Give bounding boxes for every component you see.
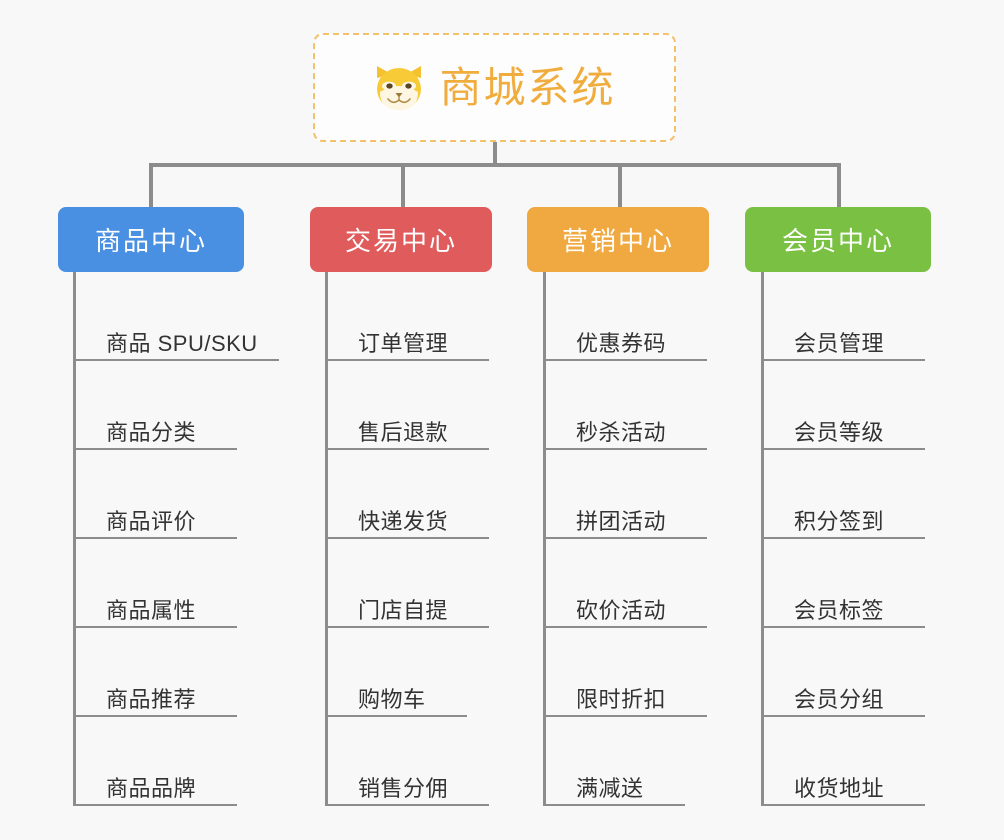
leaf-item[interactable]: 商品品牌 (73, 717, 237, 806)
root-title: 商城系统 (439, 63, 616, 111)
leaf-item[interactable]: 商品推荐 (73, 628, 237, 717)
leaf-label: 砍价活动 (576, 597, 667, 623)
drop-connector-member-center (837, 163, 841, 207)
leaf-label: 满减送 (576, 775, 644, 801)
leaf-item[interactable]: 满减送 (543, 717, 685, 806)
category-label-marketing-center: 营销中心 (561, 226, 674, 256)
leaf-label: 购物车 (358, 686, 426, 712)
trunk-connector (493, 142, 497, 167)
leaf-item[interactable]: 销售分佣 (325, 717, 489, 806)
leaf-label: 优惠券码 (576, 330, 667, 356)
leaf-label: 商品评价 (106, 508, 197, 534)
leaf-label: 商品 SPU/SKU (106, 330, 258, 356)
leaf-label: 快递发货 (358, 508, 449, 534)
drop-connector-marketing-center (618, 163, 622, 207)
branch-bus-connector (149, 163, 841, 167)
leaf-label: 门店自提 (358, 597, 449, 623)
leaf-label: 销售分佣 (358, 775, 449, 801)
leaf-label: 商品品牌 (106, 775, 197, 801)
leaf-item[interactable]: 商品属性 (73, 539, 237, 628)
branch-spine-marketing-center (543, 272, 546, 806)
leaf-item[interactable]: 会员分组 (761, 628, 925, 717)
drop-connector-product-center (149, 163, 153, 207)
leaf-label: 会员分组 (794, 686, 885, 712)
leaf-item[interactable]: 会员标签 (761, 539, 925, 628)
leaf-label: 拼团活动 (576, 508, 667, 534)
category-box-member-center[interactable]: 会员中心 (745, 207, 931, 272)
leaf-item[interactable]: 售后退款 (325, 361, 489, 450)
branch-spine-trade-center (325, 272, 328, 806)
leaf-label: 收货地址 (794, 775, 885, 801)
category-label-member-center: 会员中心 (781, 226, 894, 256)
leaf-label: 会员管理 (794, 330, 885, 356)
category-box-trade-center[interactable]: 交易中心 (310, 207, 492, 272)
category-label-product-center: 商品中心 (94, 226, 207, 256)
leaf-item[interactable]: 优惠券码 (543, 272, 707, 361)
category-box-product-center[interactable]: 商品中心 (58, 207, 244, 272)
category-box-marketing-center[interactable]: 营销中心 (527, 207, 709, 272)
leaf-item[interactable]: 收货地址 (761, 717, 925, 806)
leaf-item[interactable]: 积分签到 (761, 450, 925, 539)
leaf-item[interactable]: 订单管理 (325, 272, 489, 361)
branch-spine-product-center (73, 272, 76, 806)
category-label-trade-center: 交易中心 (344, 226, 457, 256)
leaf-item[interactable]: 商品分类 (73, 361, 237, 450)
leaf-item[interactable]: 门店自提 (325, 539, 489, 628)
leaf-item[interactable]: 会员管理 (761, 272, 925, 361)
leaf-item[interactable]: 购物车 (325, 628, 467, 717)
leaf-label: 售后退款 (358, 419, 449, 445)
leaf-label: 会员标签 (794, 597, 885, 623)
leaf-item[interactable]: 会员等级 (761, 361, 925, 450)
leaf-label: 会员等级 (794, 419, 885, 445)
leaf-label: 商品属性 (106, 597, 197, 623)
leaf-label: 秒杀活动 (576, 419, 667, 445)
leaf-item[interactable]: 快递发货 (325, 450, 489, 539)
leaf-item[interactable]: 秒杀活动 (543, 361, 707, 450)
shiba-dog-icon (373, 64, 425, 112)
root-node[interactable]: 商城系统 (313, 33, 676, 142)
leaf-label: 积分签到 (794, 508, 885, 534)
leaf-label: 限时折扣 (576, 686, 667, 712)
leaf-item[interactable]: 商品 SPU/SKU (73, 272, 279, 361)
drop-connector-trade-center (401, 163, 405, 207)
leaf-item[interactable]: 限时折扣 (543, 628, 707, 717)
leaf-item[interactable]: 商品评价 (73, 450, 237, 539)
branch-spine-member-center (761, 272, 764, 806)
leaf-label: 订单管理 (358, 330, 449, 356)
leaf-item[interactable]: 砍价活动 (543, 539, 707, 628)
leaf-item[interactable]: 拼团活动 (543, 450, 707, 539)
leaf-label: 商品推荐 (106, 686, 197, 712)
leaf-label: 商品分类 (106, 419, 197, 445)
